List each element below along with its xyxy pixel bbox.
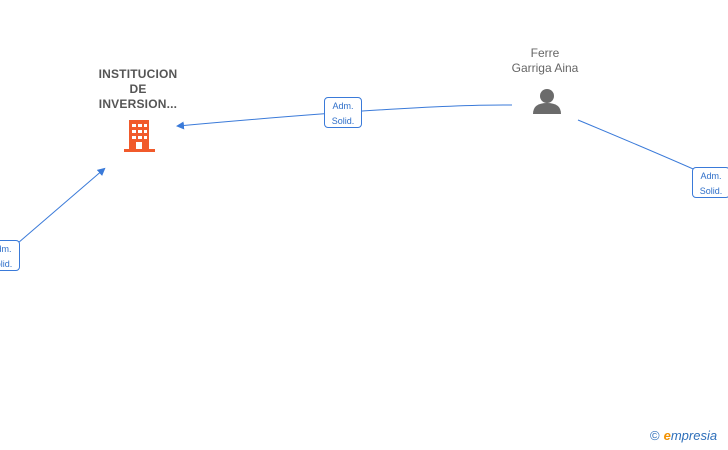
edge-offscreen-to-company <box>17 167 106 244</box>
edge-label-person-offscreen[interactable]: Adm. Solid. <box>692 167 728 198</box>
edge-label-person-company[interactable]: Adm. Solid. <box>324 97 362 128</box>
edge-label-line-1: Adm. <box>700 171 722 181</box>
empresia-watermark: ©empresia <box>650 428 717 443</box>
brand-name: mpresia <box>670 428 718 443</box>
person-label-line-2: Garriga Aina <box>511 61 579 75</box>
person-node-label[interactable]: Ferre Garriga Aina <box>495 46 595 76</box>
edge-label-line-2: Solid. <box>699 186 723 196</box>
edge-person-to-offscreen <box>577 119 701 173</box>
person-icon[interactable] <box>533 89 561 114</box>
edge-label-line-2: Solid. <box>331 116 355 126</box>
edge-label-line-1: Adm. <box>0 244 12 254</box>
person-label-line-1: Ferre <box>530 46 560 60</box>
company-label-line-2: DE <box>129 82 147 96</box>
copyright-icon: © <box>650 428 660 443</box>
company-node-label[interactable]: INSTITUCION DE INVERSION... <box>88 67 188 112</box>
edge-person-to-company <box>176 104 513 130</box>
company-label-line-1: INSTITUCION <box>98 67 178 81</box>
edge-label-offscreen-company[interactable]: Adm. Solid. <box>0 240 20 271</box>
edge-label-line-1: Adm. <box>332 101 354 111</box>
brand-initial: e <box>663 428 671 443</box>
building-icon[interactable] <box>124 120 155 152</box>
edge-label-line-2: Solid. <box>0 259 13 269</box>
company-label-line-3: INVERSION... <box>98 97 178 111</box>
